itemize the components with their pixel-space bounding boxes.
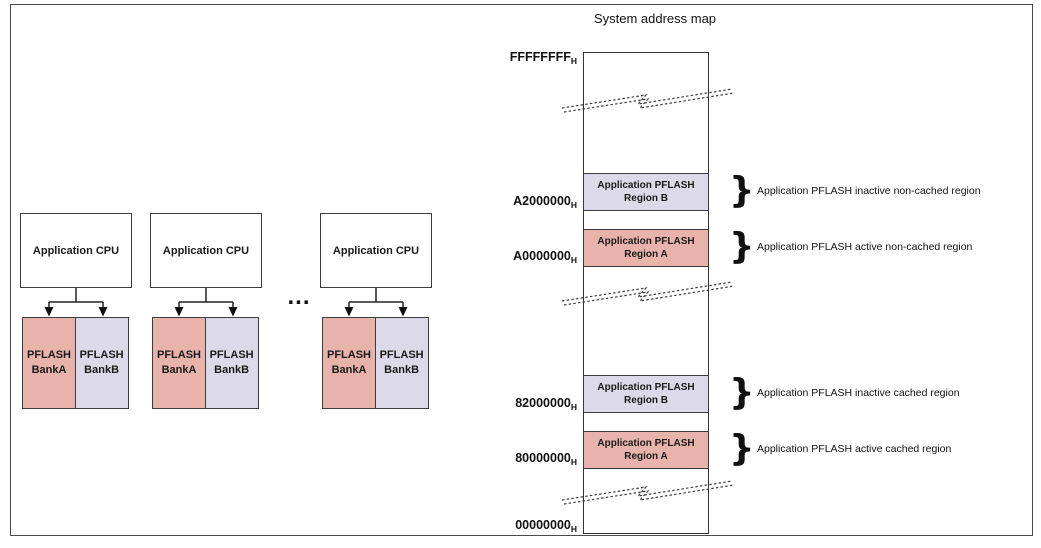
brace-icon: } bbox=[729, 226, 755, 267]
hex-subscript: H bbox=[570, 402, 577, 412]
address-map-title: System address map bbox=[593, 11, 717, 26]
address-label-a2000000: A2000000H bbox=[513, 194, 577, 210]
cpu-group-3: Application CPU PFLASH BankA PFLASH Bank… bbox=[320, 213, 432, 409]
address-label-80000000: 80000000H bbox=[515, 451, 577, 467]
bank-b-label-line2: BankB bbox=[84, 364, 120, 376]
cpu-ellipsis: ... bbox=[287, 283, 311, 310]
bank-a-label-line1: PFLASH bbox=[157, 349, 201, 361]
bank-b-label-line1: PFLASH bbox=[79, 349, 124, 361]
address-label-ffffffff: FFFFFFFFH bbox=[509, 50, 577, 66]
pflash-bank-b-box: PFLASH BankB bbox=[374, 317, 429, 409]
brace-icon: } bbox=[729, 428, 755, 469]
application-cpu-box: Application CPU bbox=[20, 213, 132, 288]
region-label-line2: Region B bbox=[624, 395, 668, 406]
region-a-noncached-box: Application PFLASH Region A bbox=[583, 229, 709, 267]
address-label-a0000000: A0000000H bbox=[513, 249, 577, 265]
region-label-line2: Region A bbox=[624, 249, 668, 260]
bank-b-label-line1: PFLASH bbox=[209, 349, 254, 361]
application-cpu-box: Application CPU bbox=[320, 213, 432, 288]
hex-subscript: H bbox=[570, 56, 577, 66]
annotation-inactive-noncached: Application PFLASH inactive non-cached r… bbox=[757, 185, 981, 197]
pflash-bank-b-box: PFLASH BankB bbox=[204, 317, 259, 409]
region-b-noncached-box: Application PFLASH Region B bbox=[583, 173, 709, 211]
brace-icon: } bbox=[729, 170, 755, 211]
hex-subscript: H bbox=[570, 200, 577, 210]
cpu-label: Application CPU bbox=[162, 244, 250, 257]
bank-a-label-line2: BankA bbox=[161, 364, 197, 376]
cpu-label: Application CPU bbox=[32, 244, 120, 257]
region-label-line1: Application PFLASH bbox=[597, 382, 695, 393]
bank-a-label-line1: PFLASH bbox=[27, 349, 71, 361]
application-cpu-box: Application CPU bbox=[150, 213, 262, 288]
region-a-cached-box: Application PFLASH Region A bbox=[583, 431, 709, 469]
pflash-bank-a-box: PFLASH BankA bbox=[322, 317, 376, 409]
bank-b-label-line2: BankB bbox=[384, 364, 420, 376]
address-break-icon bbox=[562, 480, 734, 505]
region-b-cached-box: Application PFLASH Region B bbox=[583, 375, 709, 413]
address-break-icon bbox=[562, 88, 734, 113]
bank-a-label-line2: BankA bbox=[31, 364, 67, 376]
pflash-banks: PFLASH BankA PFLASH BankB bbox=[22, 317, 130, 409]
brace-icon: } bbox=[729, 372, 755, 413]
bank-b-label-line2: BankB bbox=[214, 364, 250, 376]
pflash-banks: PFLASH BankA PFLASH BankB bbox=[152, 317, 260, 409]
cpu-to-banks-arrow bbox=[344, 288, 408, 317]
hex-subscript: H bbox=[570, 255, 577, 265]
region-label-line2: Region B bbox=[624, 193, 668, 204]
cpu-to-banks-arrow bbox=[174, 288, 238, 317]
address-label-00000000: 00000000H bbox=[515, 518, 577, 534]
pflash-bank-b-box: PFLASH BankB bbox=[74, 317, 129, 409]
hex-subscript: H bbox=[570, 524, 577, 534]
cpu-label: Application CPU bbox=[332, 244, 420, 257]
bank-a-label-line2: BankA bbox=[331, 364, 367, 376]
region-label-line1: Application PFLASH bbox=[597, 438, 695, 449]
cpu-to-banks-arrow bbox=[44, 288, 108, 317]
annotation-active-cached: Application PFLASH active cached region bbox=[757, 443, 952, 455]
pflash-bank-a-box: PFLASH BankA bbox=[152, 317, 206, 409]
pflash-banks: PFLASH BankA PFLASH BankB bbox=[322, 317, 430, 409]
address-label-82000000: 82000000H bbox=[515, 396, 577, 412]
outer-frame bbox=[10, 4, 1033, 536]
annotation-inactive-cached: Application PFLASH inactive cached regio… bbox=[757, 387, 960, 399]
region-label-line2: Region A bbox=[624, 451, 668, 462]
address-break-icon bbox=[562, 281, 734, 306]
cpu-group-2: Application CPU PFLASH BankA PFLASH Bank… bbox=[150, 213, 262, 409]
bank-a-label-line1: PFLASH bbox=[327, 349, 371, 361]
cpu-group-1: Application CPU PFLASH BankA PFLASH Bank… bbox=[20, 213, 132, 409]
region-label-line1: Application PFLASH bbox=[597, 236, 695, 247]
hex-subscript: H bbox=[570, 457, 577, 467]
bank-b-label-line1: PFLASH bbox=[379, 349, 424, 361]
region-label-line1: Application PFLASH bbox=[597, 180, 695, 191]
pflash-bank-a-box: PFLASH BankA bbox=[22, 317, 76, 409]
annotation-active-noncached: Application PFLASH active non-cached reg… bbox=[757, 241, 973, 253]
